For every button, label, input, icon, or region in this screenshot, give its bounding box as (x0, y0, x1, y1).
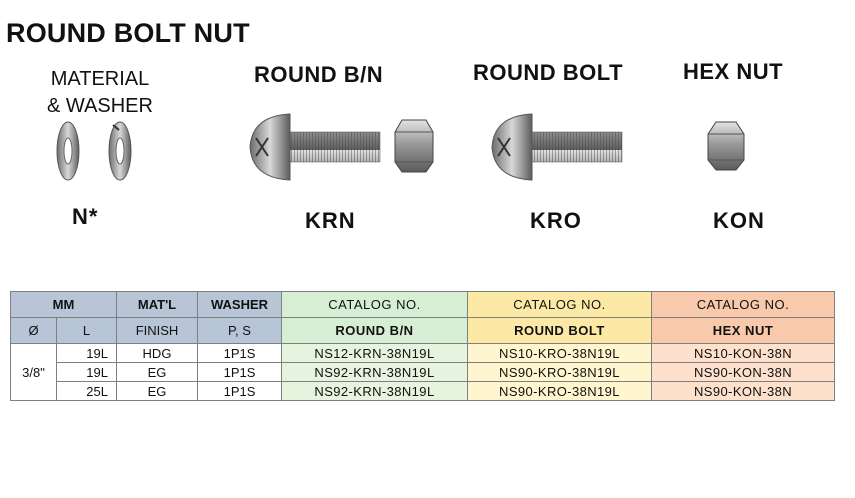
round-bolt-header: ROUND BOLT (473, 60, 624, 85)
ps-header: P, S (197, 317, 282, 344)
catalog-header-kro: CATALOG NO. (467, 291, 652, 318)
length-header: L (56, 317, 117, 344)
washer-cell: 1P1S (197, 362, 282, 382)
finish-cell: HDG (116, 343, 198, 363)
round-bn-col-header: ROUND B/N (281, 317, 468, 344)
krn-catalog-cell: NS12-KRN-38N19L (281, 343, 468, 363)
material-washer-label: MATERIAL & WASHER (40, 66, 160, 120)
kon-catalog-cell: NS90-KON-38N (651, 381, 835, 401)
washer-cell: 1P1S (197, 381, 282, 401)
table-row: 25L EG 1P1S NS92-KRN-38N19L NS90-KRO-38N… (11, 381, 835, 401)
catalog-header-krn: CATALOG NO. (281, 291, 468, 318)
size-cell: 3/8" (10, 343, 57, 401)
hex-nut-icon (707, 121, 745, 171)
length-cell: 25L (56, 381, 117, 401)
catalog-header-kon: CATALOG NO. (651, 291, 835, 318)
kon-code: KON (713, 208, 765, 233)
krn-code: KRN (305, 208, 356, 233)
spring-washer-icon (108, 121, 132, 181)
finish-header: FINISH (116, 317, 198, 344)
kro-catalog-cell: NS10-KRO-38N19L (467, 343, 652, 363)
diameter-header: Ø (10, 317, 57, 344)
mm-header: MM (10, 291, 117, 318)
washer-cell: 1P1S (197, 343, 282, 363)
krn-catalog-cell: NS92-KRN-38N19L (281, 362, 468, 382)
material-label-line1: MATERIAL (50, 68, 150, 90)
kon-catalog-cell: NS10-KON-38N (651, 343, 835, 363)
round-bn-nut-icon (394, 119, 434, 173)
round-bolt-col-header: ROUND BOLT (467, 317, 652, 344)
kon-catalog-cell: NS90-KON-38N (651, 362, 835, 382)
kro-catalog-cell: NS90-KRO-38N19L (467, 362, 652, 382)
finish-cell: EG (116, 381, 198, 401)
kro-code: KRO (530, 208, 582, 233)
product-illustrations (56, 113, 745, 181)
material-code: N* (72, 204, 99, 229)
catalog-table: MM MAT'L WASHER CATALOG NO. CATALOG NO. … (10, 291, 835, 401)
round-bn-header: ROUND B/N (254, 62, 384, 87)
finish-cell: EG (116, 362, 198, 382)
length-cell: 19L (56, 362, 117, 382)
kro-catalog-cell: NS90-KRO-38N19L (467, 381, 652, 401)
washer-header: WASHER (197, 291, 282, 318)
material-label-line2: & WASHER (47, 95, 153, 117)
matl-header: MAT'L (116, 291, 198, 318)
krn-catalog-cell: NS92-KRN-38N19L (281, 381, 468, 401)
table-row: 19L EG 1P1S NS92-KRN-38N19L NS90-KRO-38N… (11, 362, 835, 382)
length-cell: 19L (56, 343, 117, 363)
round-bn-bolt-icon (249, 113, 381, 181)
page-title: ROUND BOLT NUT (6, 18, 250, 48)
flat-washer-icon (56, 121, 80, 181)
table-row: 3/8" 19L HDG 1P1S NS12-KRN-38N19L NS10-K… (10, 343, 835, 401)
hex-nut-col-header: HEX NUT (651, 317, 835, 344)
round-bolt-icon (491, 113, 623, 181)
hex-nut-header: HEX NUT (683, 59, 784, 84)
